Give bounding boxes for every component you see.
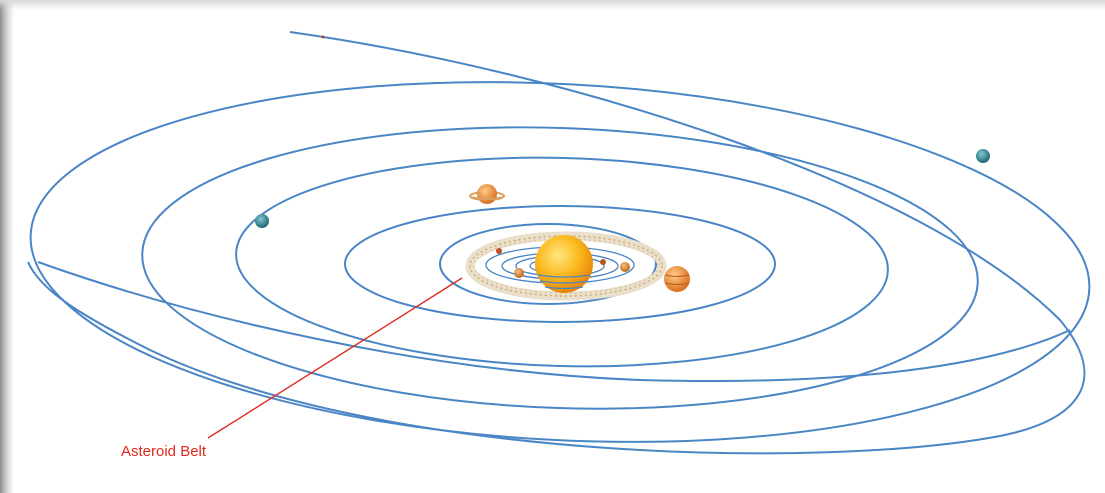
annotation-leader-line — [207, 277, 463, 439]
asteroid-belt-label: Asteroid Belt — [121, 443, 207, 460]
orbit-jupiter — [439, 223, 657, 305]
orbit-comet-b — [37, 261, 1071, 383]
orbit-uranus — [235, 156, 889, 368]
planet-mercury — [600, 259, 606, 265]
planet-earth — [620, 262, 630, 272]
orbit-neptune — [141, 126, 979, 410]
planet-venus — [514, 268, 524, 278]
orbit-outermost — [29, 81, 1091, 443]
orbit-comet-a — [27, 31, 1086, 455]
planet-neptune — [976, 149, 990, 163]
comet-marker — [321, 35, 325, 39]
planet-uranus — [255, 214, 269, 228]
planet-saturn — [469, 184, 505, 204]
asteroid-belt-annotation: Asteroid Belt — [121, 277, 463, 460]
planet-mars — [496, 248, 502, 254]
orbit-paths — [27, 31, 1091, 455]
sun — [535, 235, 593, 293]
orbit-saturn — [344, 205, 776, 323]
planet-jupiter — [664, 266, 690, 292]
